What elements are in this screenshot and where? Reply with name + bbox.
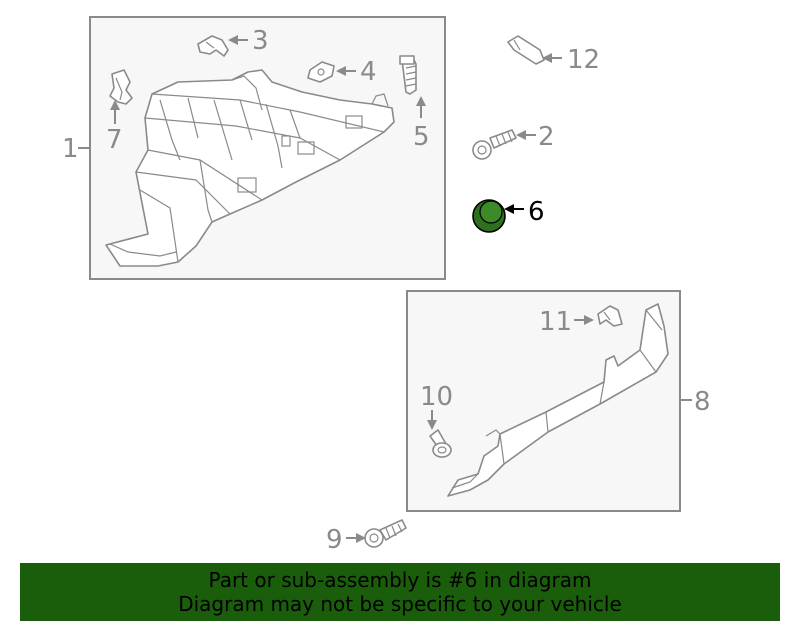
callout-12: 12 xyxy=(567,45,600,75)
screw-part-2[interactable] xyxy=(472,129,517,160)
bolt-part-5[interactable] xyxy=(399,55,417,95)
callout-10: 10 xyxy=(420,382,453,412)
callout-1: 1 xyxy=(62,134,79,164)
clip-part-7[interactable] xyxy=(109,69,133,105)
banner-line-part-number: Part or sub-assembly is #6 in diagram xyxy=(208,568,592,592)
callout-8: 8 xyxy=(694,387,711,417)
bumper-part-6[interactable] xyxy=(472,199,506,233)
clip-part-11[interactable] xyxy=(597,305,623,327)
callout-7: 7 xyxy=(106,125,123,155)
callout-2: 2 xyxy=(538,122,555,152)
trim-panel-part[interactable] xyxy=(447,303,669,497)
push-pin-part-10[interactable] xyxy=(429,429,452,458)
fastener-part-12[interactable] xyxy=(507,35,545,65)
trim-panel-assembly-frame xyxy=(406,290,681,512)
callout-9: 9 xyxy=(326,525,343,555)
callout-4: 4 xyxy=(360,57,377,87)
clip-nut-part-4[interactable] xyxy=(307,61,335,83)
glove-box-bin-part[interactable] xyxy=(105,69,395,267)
callout-6: 6 xyxy=(528,197,545,227)
bracket-part-3[interactable] xyxy=(197,35,229,57)
bolt-part-9[interactable] xyxy=(364,519,407,548)
callout-11: 11 xyxy=(539,307,572,337)
parts-diagram: 7 3 4 5 1 12 2 xyxy=(62,16,711,555)
callout-5: 5 xyxy=(413,122,430,152)
banner-line-disclaimer: Diagram may not be specific to your vehi… xyxy=(178,592,622,616)
info-banner: Part or sub-assembly is #6 in diagram Di… xyxy=(20,563,780,621)
callout-3: 3 xyxy=(252,26,269,56)
